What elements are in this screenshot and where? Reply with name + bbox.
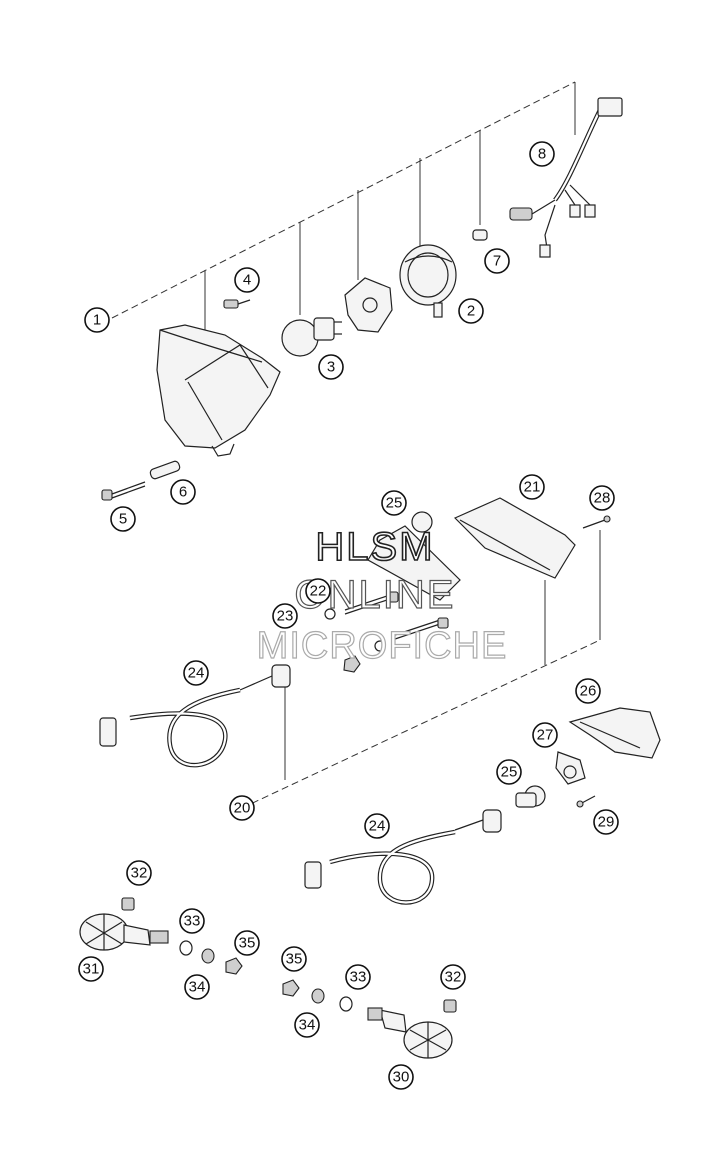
callout: 32	[440, 964, 466, 990]
tail-light-bulb-upper	[367, 511, 461, 601]
callout: 25	[496, 759, 522, 785]
callout-label: 32	[131, 865, 148, 882]
callout: 24	[364, 813, 390, 839]
callouts: 1 2 3 4 5 6 7 8 20 21 22 23 24 24 25 25 …	[78, 141, 619, 1090]
rubber-cap	[399, 244, 457, 318]
callout-label: 23	[277, 608, 294, 625]
callout: 31	[78, 956, 104, 982]
nut-washer-23	[324, 608, 386, 673]
callout: 20	[229, 795, 255, 821]
callout-label: 26	[580, 683, 597, 700]
spacer-sleeve-6	[149, 460, 181, 480]
callout-label: 35	[286, 951, 303, 968]
screw-28	[582, 515, 611, 529]
parking-bulb	[472, 229, 488, 241]
callout-label: 35	[239, 935, 256, 952]
callout-label: 28	[594, 490, 611, 507]
screw-5	[101, 481, 146, 501]
washers-right	[282, 979, 353, 1012]
callout: 25	[381, 490, 407, 516]
callout: 35	[234, 930, 260, 956]
callout: 28	[589, 485, 615, 511]
cable-24-lower	[304, 809, 502, 905]
callout: 33	[345, 964, 371, 990]
screw-22	[344, 591, 449, 640]
callout-label: 6	[179, 484, 187, 501]
callout-label: 5	[119, 511, 127, 528]
callout-label: 33	[184, 913, 201, 930]
callout: 2	[458, 298, 484, 324]
cable-24-upper	[99, 664, 291, 768]
callout: 22	[305, 578, 331, 604]
callout: 34	[294, 1012, 320, 1038]
callout-label: 27	[537, 727, 554, 744]
callout-label: 22	[310, 583, 327, 600]
callout: 21	[519, 474, 545, 500]
callout-label: 2	[467, 303, 475, 320]
callout-label: 31	[83, 961, 100, 978]
rear-light-leader-lines	[241, 530, 601, 809]
callout: 33	[179, 908, 205, 934]
callout: 29	[593, 809, 619, 835]
headlight-housing	[156, 324, 281, 457]
screw-29	[576, 795, 596, 808]
callout-label: 4	[243, 272, 251, 289]
screw-32-right	[443, 999, 457, 1013]
headlight-bulb	[281, 317, 342, 357]
callout: 23	[272, 603, 298, 629]
callout-label: 20	[234, 800, 251, 817]
callout: 35	[281, 946, 307, 972]
callout: 4	[234, 267, 260, 293]
callout-label: 25	[386, 495, 403, 512]
callout-label: 8	[538, 146, 546, 163]
callout-label: 24	[188, 665, 205, 682]
tail-light-bulb-lower	[515, 785, 546, 808]
callout: 34	[184, 974, 210, 1000]
callout-label: 32	[445, 969, 462, 986]
callout-label: 25	[501, 764, 518, 781]
watermark-line-1: HLSM	[315, 525, 434, 569]
watermark: HLSM ONLINE MICROFICHE	[256, 524, 508, 667]
callout: 30	[388, 1064, 414, 1090]
callout-label: 21	[524, 479, 541, 496]
watermark-line-3: MICROFICHE	[257, 625, 508, 667]
callout-label: 34	[189, 979, 206, 996]
callout: 24	[183, 660, 209, 686]
bulb-holder-plate	[344, 277, 393, 333]
callout-label: 3	[327, 359, 335, 376]
callout: 7	[484, 248, 510, 274]
callout-label: 1	[93, 312, 101, 329]
callout: 27	[532, 722, 558, 748]
callout-label: 34	[299, 1017, 316, 1034]
bulb-holder-27	[555, 751, 586, 785]
screw-32-left	[121, 897, 135, 911]
callout-label: 30	[393, 1069, 410, 1086]
callout-label: 33	[350, 969, 367, 986]
washers-left	[179, 940, 243, 975]
rear-light-cover	[568, 707, 661, 759]
callout: 32	[126, 860, 152, 886]
callout: 6	[170, 479, 196, 505]
wiring-harness	[509, 97, 623, 258]
headlight-leader-lines	[111, 81, 576, 330]
screw-4	[223, 299, 251, 309]
callout-label: 24	[369, 818, 386, 835]
callout: 5	[110, 506, 136, 532]
callout: 1	[84, 307, 110, 333]
turn-signal-right	[367, 1007, 453, 1059]
callout-label: 29	[598, 814, 615, 831]
turn-signal-left	[79, 913, 169, 951]
callout: 3	[318, 354, 344, 380]
tail-light-lens	[453, 497, 576, 579]
callout: 8	[529, 141, 555, 167]
callout-label: 7	[493, 253, 501, 270]
callout: 26	[575, 678, 601, 704]
